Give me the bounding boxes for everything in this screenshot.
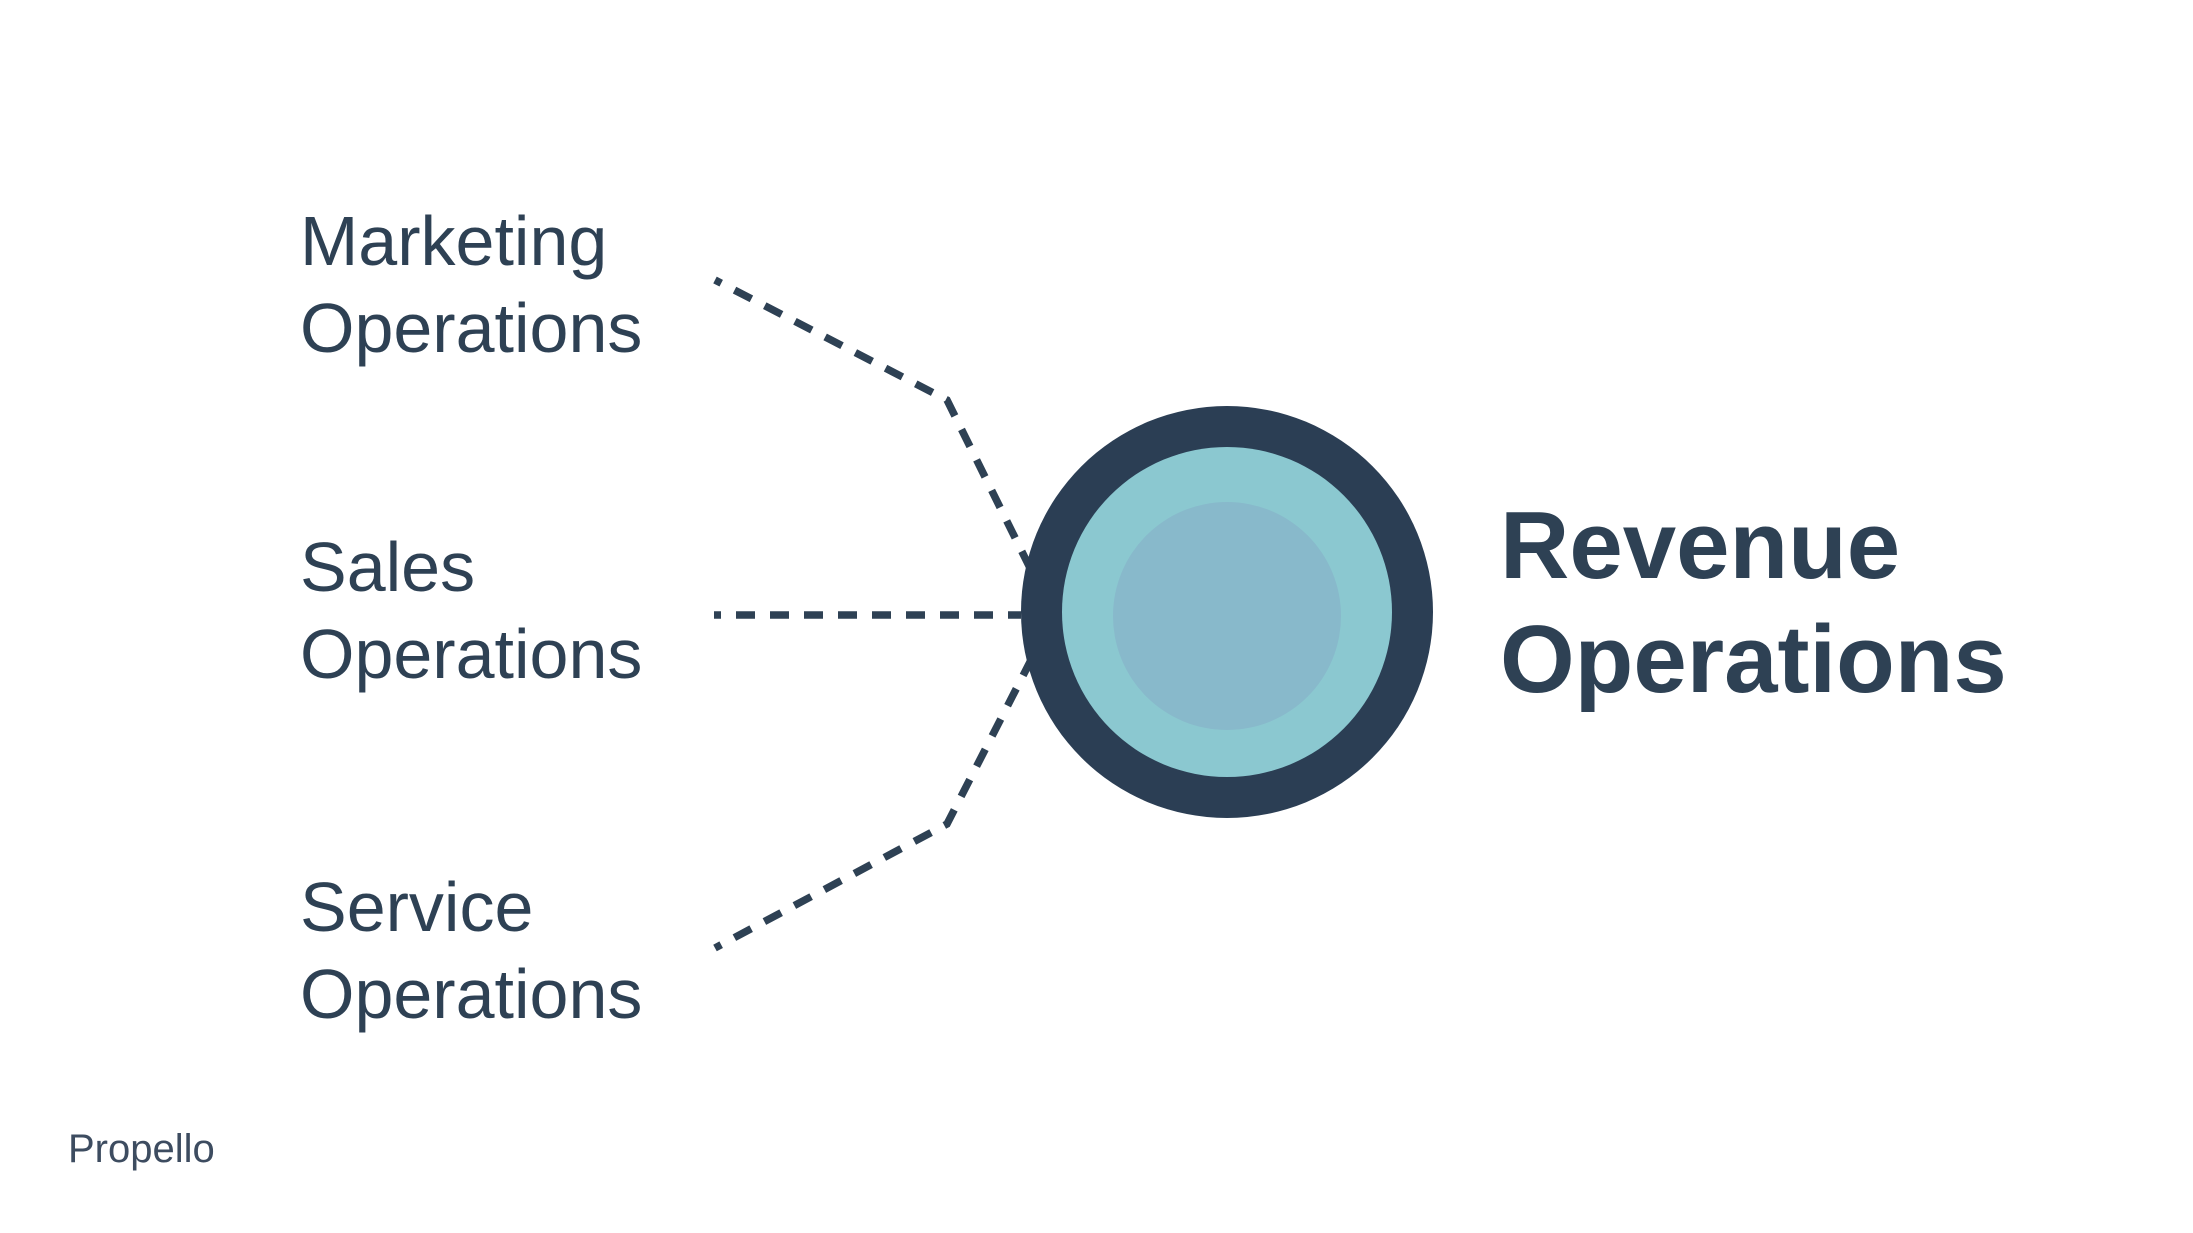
- service-operations-label: Service Operations: [300, 868, 643, 1033]
- propello-logo: Propello: [68, 1127, 215, 1171]
- revenue-operations-title: Revenue Operations: [1500, 492, 2007, 713]
- sales-operations-label: Sales Operations: [300, 528, 643, 693]
- marketing-connector-line: [713, 276, 1035, 572]
- service-connector-line: [713, 658, 1035, 952]
- marketing-operations-label: Marketing Operations: [300, 202, 643, 367]
- revops-circle-inner: [1113, 502, 1341, 730]
